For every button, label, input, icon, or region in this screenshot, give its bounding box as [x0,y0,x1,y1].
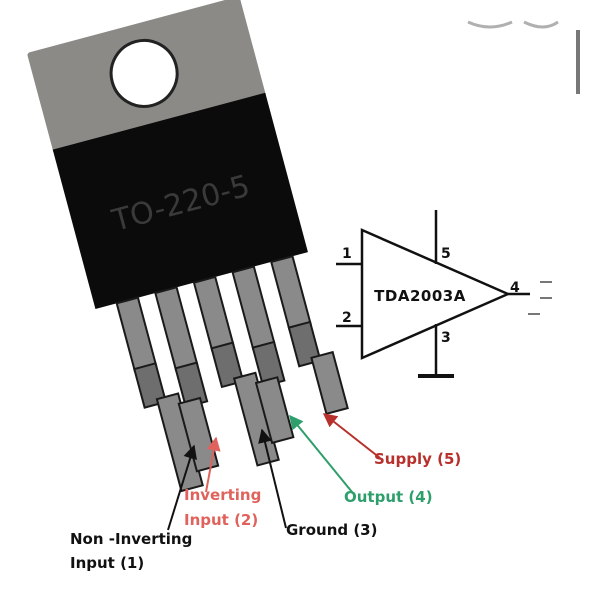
part-number: TDA2003A [374,287,466,305]
arrow-ground [258,428,287,529]
arrow-supply [322,413,381,459]
package-body [52,92,308,310]
lead-2 [154,286,220,473]
label-supply: Supply (5) [374,450,461,468]
amplifier-symbol [336,210,552,378]
pin-number-3: 3 [441,330,451,346]
label-inverting-line1: Inverting [184,486,261,504]
callout-arrows [167,413,381,531]
label-ground: Ground (3) [286,521,377,539]
arrow-output [289,414,353,493]
lead-4 [231,265,295,445]
page-artifacts [467,20,580,94]
label-non-inverting-line2: Input (1) [70,554,144,572]
label-output: Output (4) [344,488,433,506]
label-inverting-line2: Input (2) [184,511,258,529]
pin-number-4: 4 [510,280,520,296]
mounting-hole [109,38,179,108]
pin-number-2: 2 [342,310,352,326]
label-non-inverting-line1: Non -Inverting [70,530,192,548]
lead-5 [270,255,349,416]
ic-package: TO-220-5 [27,0,349,493]
arrow-non-inverting [167,444,197,531]
lead-1 [115,296,204,493]
pin-number-1: 1 [342,246,352,262]
arrow-inverting [205,436,221,493]
pin-number-5: 5 [441,246,451,262]
